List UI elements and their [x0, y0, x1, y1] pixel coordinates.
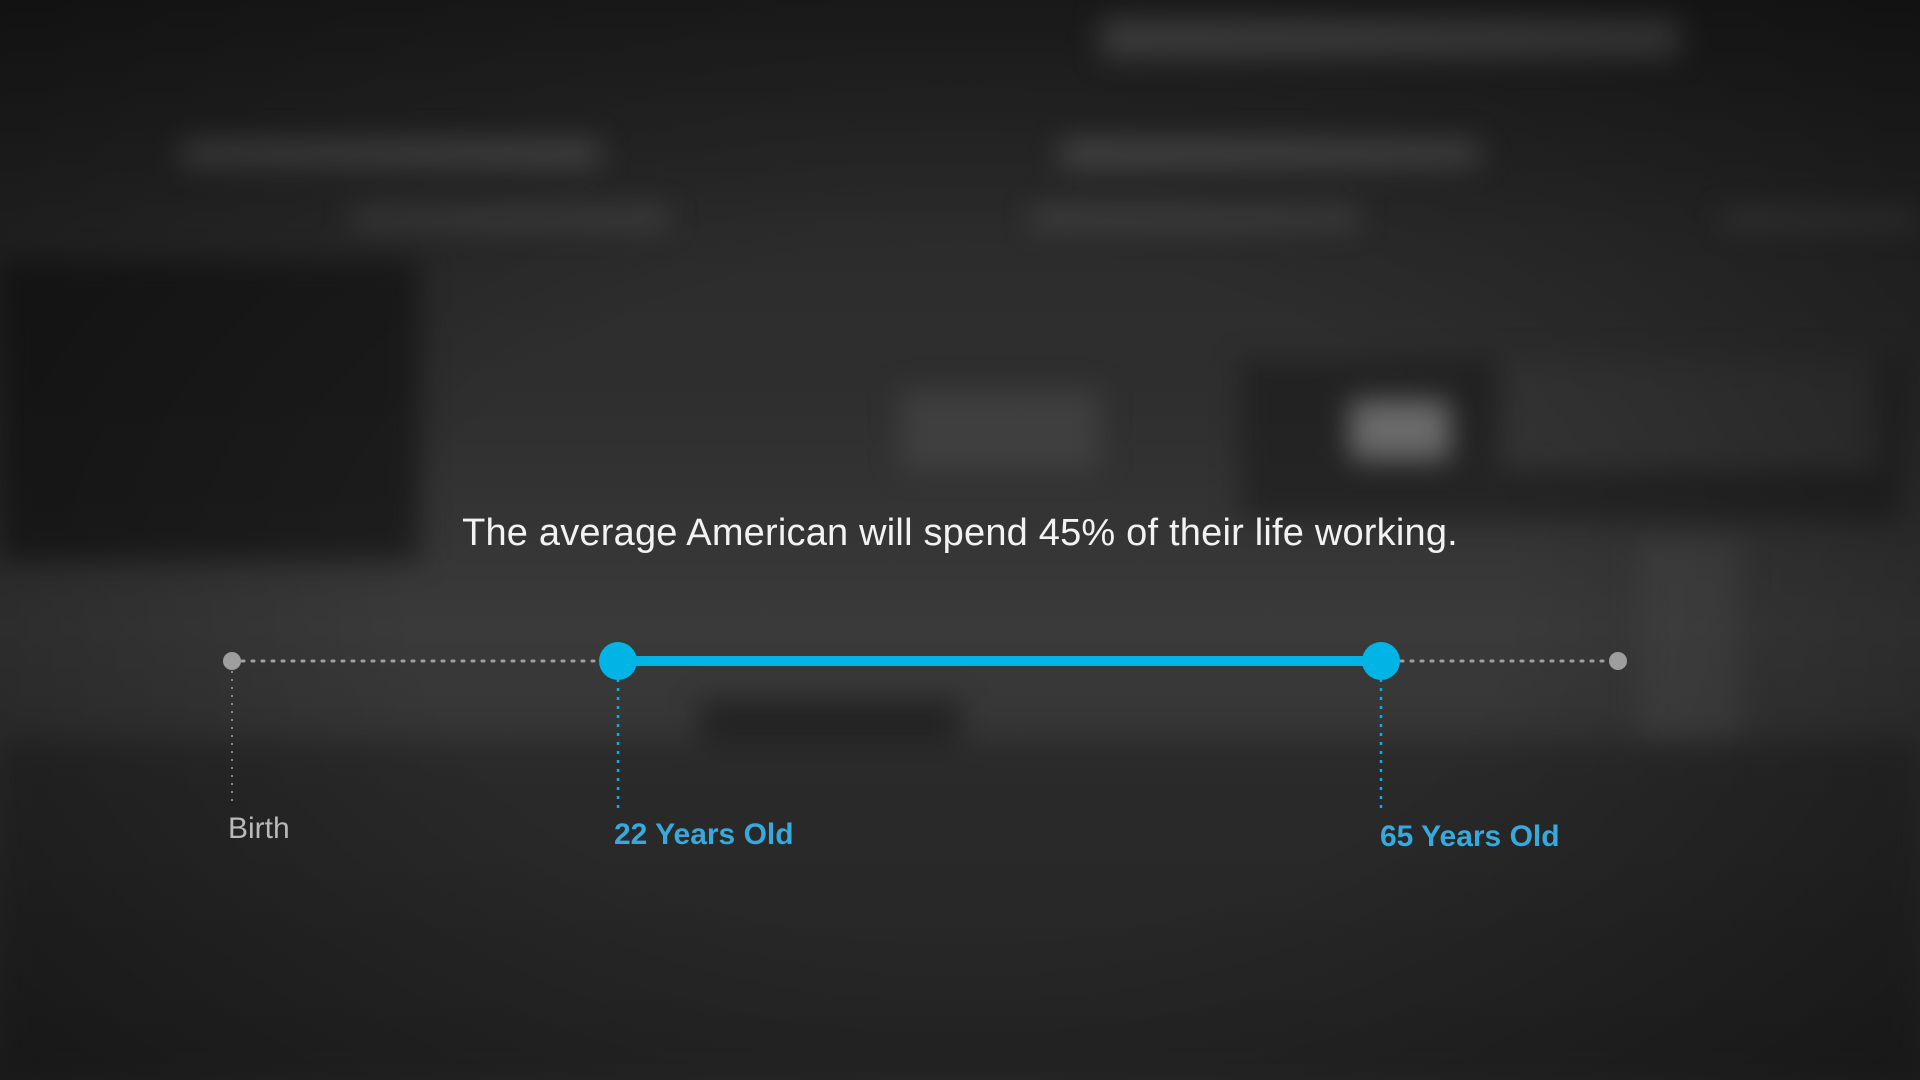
desk-shadow	[700, 700, 960, 740]
timeline-label-birth: Birth	[228, 812, 290, 845]
ceiling-light	[1720, 210, 1920, 228]
dark-partition	[0, 260, 420, 560]
timeline-marker-end	[1609, 652, 1627, 670]
headline: The average American will spend 45% of t…	[462, 512, 1458, 554]
timeline-marker-start-work	[599, 642, 637, 680]
timeline-marker-birth	[223, 652, 241, 670]
timeline-label-retire: 65 Years Old	[1380, 820, 1560, 853]
mid-partition	[1640, 540, 1740, 740]
timeline-marker-retire	[1362, 642, 1400, 680]
dark-partition	[1240, 360, 1900, 520]
ceiling-light	[1030, 208, 1360, 228]
cubicle-walls	[0, 740, 1920, 1080]
timeline-label-start-work: 22 Years Old	[614, 818, 794, 851]
mid-partition	[900, 390, 1100, 470]
mid-partition	[1500, 360, 1880, 470]
ceiling-light	[1100, 18, 1680, 58]
ceiling-light	[1060, 140, 1480, 166]
ceiling-light	[180, 140, 600, 166]
ceiling-light	[350, 208, 670, 228]
